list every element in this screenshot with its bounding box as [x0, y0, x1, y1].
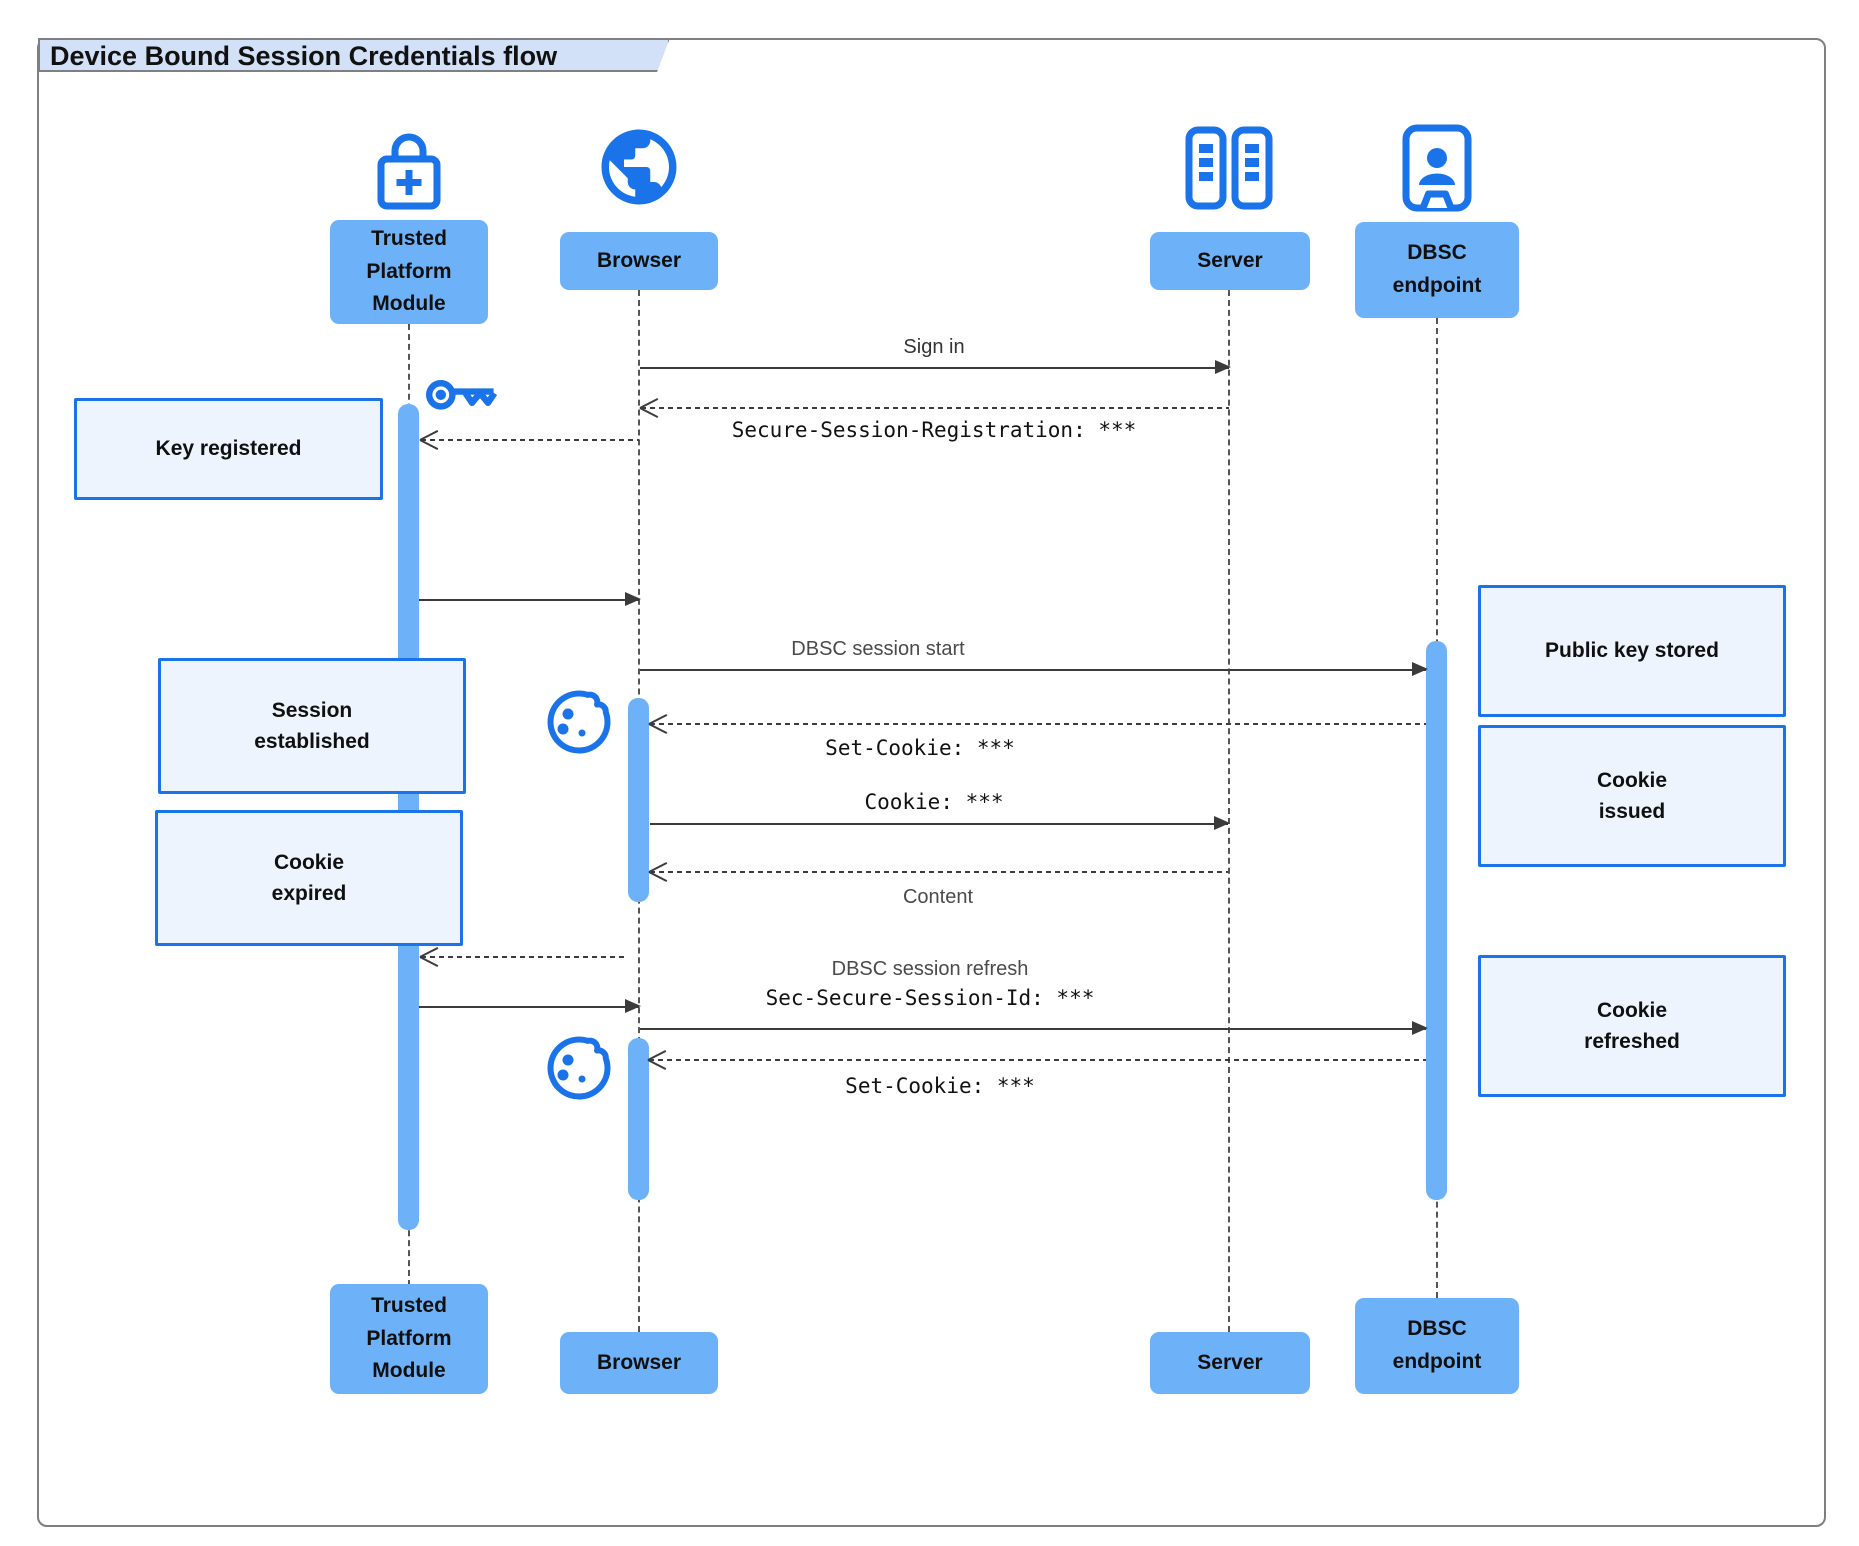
- actor-tpm-top: Trusted Platform Module: [330, 220, 488, 324]
- actor-server-top: Server: [1150, 232, 1310, 290]
- message-label-set-cookie-2: Set-Cookie: ***: [845, 1074, 1035, 1098]
- lifeline-server: [1228, 290, 1230, 1332]
- message-label-dbsc-session-start: DBSC session start: [791, 638, 965, 660]
- note-key-registered: Key registered: [74, 398, 383, 500]
- diagram-frame: [37, 38, 1826, 1527]
- actor-server-bottom: Server: [1150, 1332, 1310, 1394]
- key-icon: [426, 380, 498, 410]
- message-label-dbsc-session-refresh: DBSC session refresh: [831, 958, 1029, 980]
- actor-browser-bottom: Browser: [560, 1332, 718, 1394]
- note-cookie-refreshed: Cookie refreshed: [1478, 955, 1786, 1097]
- note-public-key-stored: Public key stored: [1478, 585, 1786, 717]
- actor-dbsc-top: DBSC endpoint: [1355, 222, 1519, 318]
- message-label-cookie: Cookie: ***: [864, 790, 1004, 814]
- note-session-established: Session established: [158, 658, 466, 794]
- message-label-sign-in: Sign in: [903, 336, 965, 358]
- lock-plus-icon: [377, 133, 441, 210]
- cookie-icon: [547, 1036, 611, 1100]
- actor-browser-top: Browser: [560, 232, 718, 290]
- diagram-title: Device Bound Session Credentials flow: [38, 38, 670, 72]
- message-label-content: Content: [902, 886, 974, 908]
- note-cookie-expired: Cookie expired: [155, 810, 463, 946]
- actor-dbsc-bottom: DBSC endpoint: [1355, 1298, 1519, 1394]
- server-icon: [1185, 126, 1273, 210]
- note-cookie-issued: Cookie issued: [1478, 725, 1786, 867]
- message-label-sec-secure-session-id: Sec-Secure-Session-Id: ***: [765, 986, 1095, 1010]
- message-label-set-cookie-1: Set-Cookie: ***: [825, 736, 1015, 760]
- actor-tpm-bottom: Trusted Platform Module: [330, 1284, 488, 1394]
- message-label-secure-session-registration: Secure-Session-Registration: ***: [731, 418, 1137, 442]
- id-badge-icon: [1402, 124, 1472, 212]
- globe-icon: [601, 129, 677, 205]
- activation-bar-dbsc: [1426, 641, 1447, 1200]
- activation-bar-browser-1: [628, 698, 649, 902]
- cookie-icon: [547, 690, 611, 754]
- activation-bar-browser-2: [628, 1038, 649, 1200]
